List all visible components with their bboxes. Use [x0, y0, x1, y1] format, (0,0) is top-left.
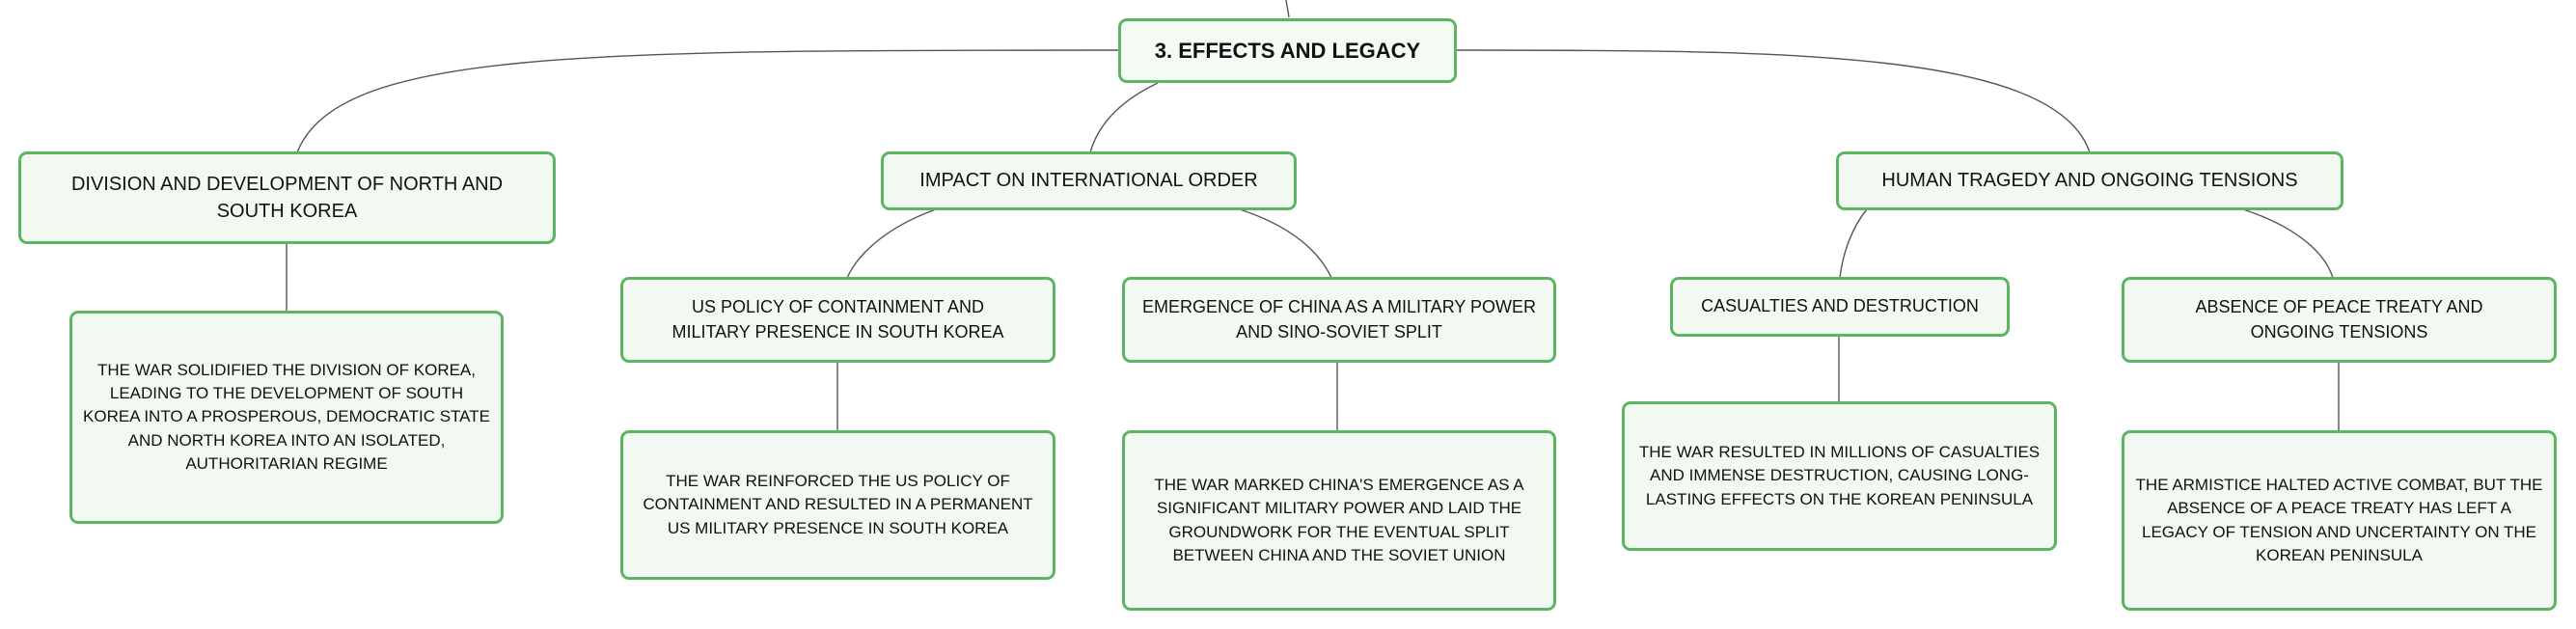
subtopic-label: CASUALTIES AND DESTRUCTION [1701, 296, 1979, 316]
branch-label: HUMAN TRAGEDY AND ONGOING TENSIONS [1881, 170, 2298, 192]
subtopic-casualties-and-destruction[interactable]: CASUALTIES AND DESTRUCTION [1670, 277, 2010, 337]
branch-division-and-development[interactable]: DIVISION AND DEVELOPMENT OF NORTH AND SO… [18, 151, 556, 244]
root-topic[interactable]: 3. EFFECTS AND LEGACY [1118, 18, 1457, 83]
branch-label: IMPACT ON INTERNATIONAL ORDER [919, 170, 1258, 192]
subtopic-china-military-power[interactable]: EMERGENCE OF CHINA AS A MILITARY POWER A… [1122, 277, 1556, 363]
connector-root-parent [1285, 0, 1290, 18]
detail-text: THE WAR REINFORCED THE US POLICY OF CONT… [643, 472, 1033, 537]
subtopic-label: ABSENCE OF PEACE TREATY AND ONGOING TENS… [2195, 296, 2483, 342]
subtopic-absence-of-peace-treaty[interactable]: ABSENCE OF PEACE TREATY AND ONGOING TENS… [2122, 277, 2557, 363]
detail-text: THE WAR MARKED CHINA'S EMERGENCE AS A SI… [1154, 476, 1524, 564]
subtopic-label: US POLICY OF CONTAINMENT AND MILITARY PR… [671, 296, 1004, 342]
detail-text: THE ARMISTICE HALTED ACTIVE COMBAT, BUT … [2135, 476, 2543, 564]
detail-us-containment[interactable]: THE WAR REINFORCED THE US POLICY OF CONT… [620, 430, 1055, 580]
detail-division-of-korea[interactable]: THE WAR SOLIDIFIED THE DIVISION OF KOREA… [69, 311, 504, 524]
root-topic-label: 3. EFFECTS AND LEGACY [1154, 38, 1421, 63]
detail-text: THE WAR SOLIDIFIED THE DIVISION OF KOREA… [83, 361, 490, 473]
connector-branch-2-child-1 [846, 208, 937, 279]
subtopic-us-containment[interactable]: US POLICY OF CONTAINMENT AND MILITARY PR… [620, 277, 1055, 363]
detail-absence-of-peace-treaty[interactable]: THE ARMISTICE HALTED ACTIVE COMBAT, BUT … [2122, 430, 2557, 611]
connector-root-branch-3 [1456, 49, 2091, 153]
connector-branch-2-child-2 [1239, 208, 1332, 279]
branch-human-tragedy-and-tensions[interactable]: HUMAN TRAGEDY AND ONGOING TENSIONS [1836, 151, 2343, 210]
detail-china-military-power[interactable]: THE WAR MARKED CHINA'S EMERGENCE AS A SI… [1122, 430, 1556, 611]
branch-impact-on-international-order[interactable]: IMPACT ON INTERNATIONAL ORDER [881, 151, 1297, 210]
connector-branch-3-child-1 [1839, 208, 1868, 279]
detail-casualties-and-destruction[interactable]: THE WAR RESULTED IN MILLIONS OF CASUALTI… [1622, 401, 2057, 551]
connector-root-branch-2 [1089, 82, 1159, 153]
detail-text: THE WAR RESULTED IN MILLIONS OF CASUALTI… [1638, 443, 2041, 508]
branch-label: DIVISION AND DEVELOPMENT OF NORTH AND SO… [70, 173, 504, 222]
connector-branch-3-child-2 [2242, 208, 2334, 279]
subtopic-label: EMERGENCE OF CHINA AS A MILITARY POWER A… [1141, 296, 1537, 342]
connector-root-branch-1 [296, 49, 1120, 153]
